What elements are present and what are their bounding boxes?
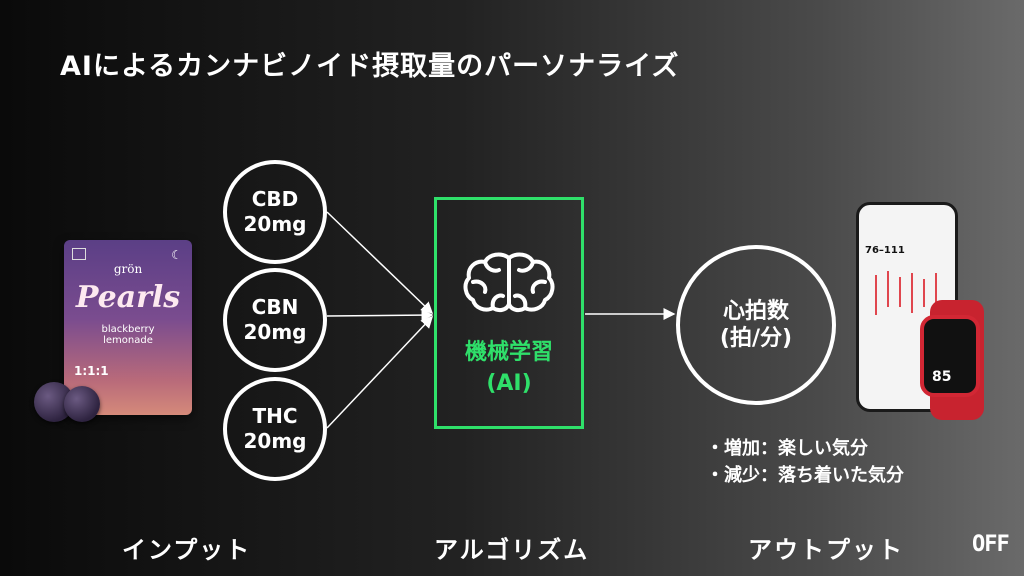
watch-bpm: 85 xyxy=(932,369,952,385)
package-flavor: blackberry lemonade xyxy=(101,324,155,346)
section-label-algorithm: アルゴリズム xyxy=(434,536,590,564)
page-title: AIによるカンナビノイド摂取量のパーソナライズ xyxy=(60,51,680,82)
arrow-cbn xyxy=(326,309,434,322)
package-ratio: 1:1:1 xyxy=(74,364,109,378)
machine-learning-label: 機械学習 (AI) xyxy=(464,340,553,396)
arrow-cbd xyxy=(326,211,434,315)
brand-logo: OFF xyxy=(972,532,1010,557)
bullet-decrease: ・減少：落ち着いた気分 xyxy=(706,465,904,486)
brain-icon xyxy=(463,252,555,313)
package-brand: grön xyxy=(113,262,143,276)
output-circle-heart-rate: 心拍数(拍/分) xyxy=(676,245,836,405)
moon-icon: ☾ xyxy=(171,248,182,262)
arrow-thc xyxy=(326,315,434,429)
machine-learning-box: 機械学習 (AI) xyxy=(434,197,584,429)
output-bullets: ・増加：楽しい気分 ・減少：落ち着いた気分 xyxy=(706,435,904,489)
phone-heart-rate-range: 76–111 xyxy=(865,245,905,256)
gummy-image xyxy=(64,386,100,422)
smartwatch-image: 85 xyxy=(920,315,980,397)
section-label-output: アウトプット xyxy=(748,536,904,564)
bullet-increase: ・増加：楽しい気分 xyxy=(706,438,868,459)
package-product-name: Pearls xyxy=(75,280,181,315)
section-label-input: インプット xyxy=(122,536,252,564)
package-tag xyxy=(72,248,86,260)
gummy-package-image: ☾ grön Pearls blackberry lemonade 1:1:1 xyxy=(64,240,192,415)
